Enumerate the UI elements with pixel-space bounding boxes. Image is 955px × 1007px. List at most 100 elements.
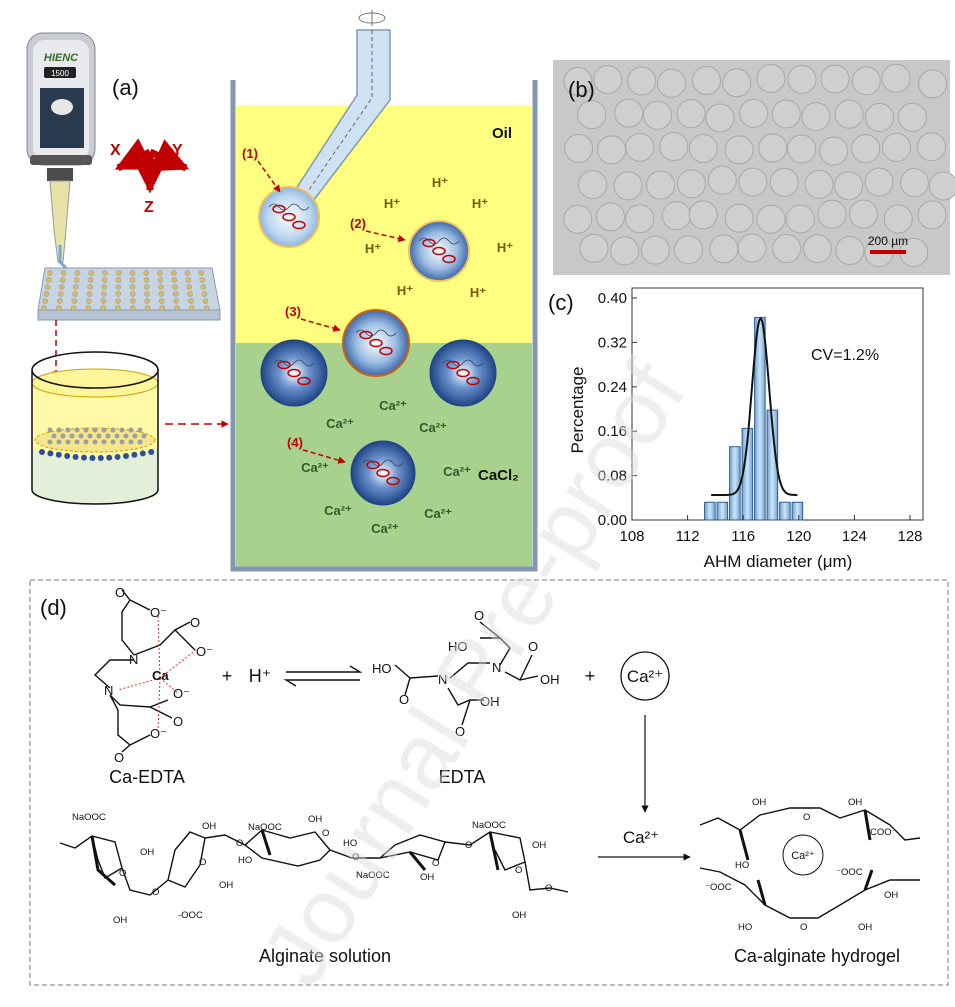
y-tick-label: 0.40: [598, 290, 627, 307]
droplet: [92, 439, 98, 445]
droplet: [60, 433, 66, 439]
cargo-icon: [422, 238, 436, 248]
droplet: [123, 433, 129, 439]
gaussian-fit-line: [711, 317, 798, 496]
well: [129, 284, 136, 290]
bead: [131, 451, 138, 458]
well: [115, 270, 122, 276]
microsphere: [929, 171, 955, 201]
panel-d: (d) O O⁻ O O⁻ N Ca N O⁻ O O⁻ O Ca-EDTA +…: [29, 579, 949, 986]
well: [144, 298, 151, 304]
panel-b-label: (b): [568, 77, 595, 102]
atom-label: NaOOC: [248, 822, 282, 833]
droplet: [65, 439, 71, 445]
well: [60, 270, 67, 276]
microsphere: [916, 132, 946, 162]
droplet: [47, 427, 53, 433]
well: [157, 277, 164, 283]
well: [203, 305, 210, 311]
microsphere: [787, 64, 817, 94]
step-arrow: [300, 318, 341, 332]
panel-a-label: (a): [112, 75, 139, 100]
y-tick-label: 0.32: [598, 334, 627, 351]
x-tick-label: 112: [676, 528, 700, 545]
ca-ion-label: Ca²⁺: [443, 464, 471, 479]
histogram-bar: [791, 501, 804, 521]
atom-label: O: [152, 887, 159, 898]
h-ion-label: H⁺: [472, 196, 488, 211]
atom-label: OH: [540, 672, 560, 687]
atom-label: O: [114, 750, 124, 765]
well: [85, 305, 92, 311]
alginate-structure: NaOOC OH O OH O OH O OH -OOC O NaOOC OH …: [59, 812, 569, 966]
microsphere: [692, 65, 722, 95]
histogram-bar: [729, 446, 741, 521]
panel-c-label: (c): [548, 290, 574, 315]
well: [173, 298, 180, 304]
alginate-bead: [408, 220, 470, 282]
cacl2-label: CaCl₂: [478, 467, 519, 484]
atom-label: OH: [420, 872, 434, 883]
microsphere: [918, 69, 948, 99]
microsphere: [900, 168, 930, 198]
step-label: (4): [287, 435, 303, 450]
microsphere: [625, 204, 655, 234]
microsphere: [851, 66, 881, 96]
y-tick-label: 0.00: [598, 512, 627, 529]
atom-label: Ca: [152, 668, 169, 683]
microsphere: [656, 68, 686, 98]
atom-label: OH: [884, 890, 898, 901]
droplet: [65, 427, 71, 433]
scale-bar: [870, 250, 906, 254]
ca-ion-label: Ca²⁺: [301, 460, 329, 475]
cargo-icon: [272, 204, 286, 214]
reaction-arrow-label: Ca²⁺: [623, 828, 659, 847]
y-tick-label: 0.08: [598, 468, 627, 485]
histogram-bar: [779, 501, 791, 521]
well: [129, 270, 136, 276]
microsphere: [883, 204, 913, 234]
atom-label: O⁻: [150, 605, 167, 620]
well: [200, 284, 207, 290]
ca-ion-label: Ca²⁺: [424, 506, 452, 521]
well: [44, 284, 51, 290]
microsphere: [848, 199, 878, 229]
atom-label: O: [803, 812, 810, 823]
well: [144, 305, 151, 311]
microsphere: [709, 234, 739, 264]
h-ion-label: H⁺: [249, 666, 272, 686]
xyz-axes-icon: X Y Z: [110, 138, 190, 216]
atom-label: O: [800, 922, 807, 933]
microsphere: [640, 235, 670, 265]
droplet: [128, 427, 134, 433]
x-tick-label: 108: [619, 528, 644, 545]
step-label: (2): [350, 216, 366, 231]
axis-y-label: Y: [172, 142, 183, 159]
atom-label: HO: [343, 838, 357, 849]
atom-label: HO: [238, 855, 252, 866]
atom-label: O: [190, 615, 200, 630]
droplet: [101, 439, 107, 445]
microsphere: [851, 134, 881, 164]
well: [202, 298, 209, 304]
well: [102, 270, 108, 276]
droplet: [56, 427, 62, 433]
atom-label: O: [115, 585, 125, 600]
ca-edta-label: Ca-EDTA: [109, 767, 185, 787]
microsphere: [596, 202, 626, 232]
atom-label: O: [545, 883, 552, 894]
cargo-icon: [292, 220, 306, 230]
microsphere: [881, 63, 911, 93]
well: [143, 270, 150, 276]
microsphere: [882, 132, 912, 162]
droplet: [114, 433, 120, 439]
bead: [148, 449, 155, 455]
dispenser-device: HIENC 1500: [26, 32, 96, 270]
atom-label: OH: [308, 814, 322, 825]
alginate-bead: [342, 309, 410, 377]
step-arrow: [302, 449, 346, 464]
atom-label: HO: [448, 639, 468, 654]
atom-label: O: [199, 857, 206, 868]
droplet: [47, 439, 53, 445]
